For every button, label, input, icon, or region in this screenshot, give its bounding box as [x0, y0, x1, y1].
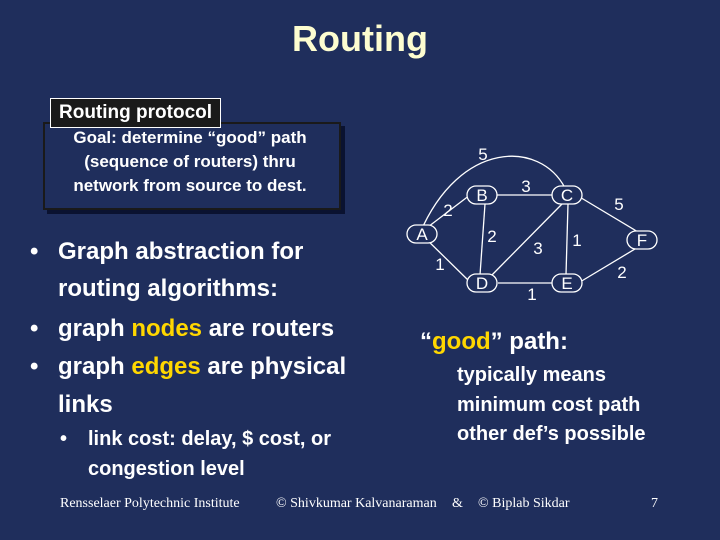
- good-path-line: typically means: [457, 364, 606, 386]
- node-d: [466, 273, 498, 293]
- node-label-c: C: [561, 186, 573, 205]
- edge-cost-a-d: 1: [435, 255, 444, 274]
- good-path-rest: ” path:: [490, 328, 568, 355]
- footer-institution: Rensselaer Polytechnic Institute: [60, 496, 240, 511]
- bullet-line: links: [58, 391, 113, 418]
- quote-open: “: [420, 328, 432, 355]
- sub-bullet-line: congestion level: [88, 458, 245, 480]
- edge-c-f: [577, 195, 639, 233]
- node-label-f: F: [637, 231, 647, 250]
- node-label-a: A: [416, 225, 428, 244]
- sub-bullet-dot-icon: •: [60, 428, 68, 450]
- bullet-line: Graph abstraction for: [58, 238, 304, 265]
- footer-page-number: 7: [651, 496, 658, 511]
- edge-c-e: [565, 203, 569, 276]
- nodes-highlight: nodes: [131, 315, 203, 342]
- routing-protocol-label: Routing protocol: [50, 98, 222, 128]
- good-path-line: other def’s possible: [457, 423, 646, 445]
- goal-line: network from source to dest.: [73, 176, 307, 195]
- bullet-line: routing algorithms:: [58, 275, 278, 302]
- edge-cost-c-f: 5: [614, 195, 623, 214]
- node-a: [406, 224, 438, 244]
- edge-cost-c-e: 1: [572, 231, 581, 250]
- edge-cost-b-d: 2: [487, 227, 496, 246]
- sub-bullet-line: link cost: delay, $ cost, or: [88, 428, 332, 450]
- edge-b-d: [479, 203, 486, 276]
- edge-a-c: [419, 155, 566, 234]
- good-path-heading: “good” path:: [420, 328, 568, 356]
- bullet-suffix: are routers: [202, 315, 335, 342]
- bullet-prefix: graph: [58, 315, 132, 342]
- node-f: [626, 230, 658, 250]
- edge-c-d: [489, 203, 563, 278]
- footer-author-1: © Shivkumar Kalvanaraman: [276, 496, 437, 511]
- edge-cost-e-f: 2: [617, 263, 626, 282]
- edges-highlight: edges: [131, 353, 201, 380]
- edge-cost-a-b: 2: [443, 201, 452, 220]
- edge-e-f: [579, 245, 641, 283]
- footer-ampersand: &: [452, 496, 463, 511]
- node-label-b: B: [476, 186, 487, 205]
- edge-cost-b-c: 3: [521, 177, 530, 196]
- node-label-e: E: [561, 274, 572, 293]
- edge-cost-d-e: 1: [527, 285, 536, 304]
- goal-line: Goal: determine “good” path: [73, 128, 307, 147]
- node-e: [551, 273, 583, 293]
- node-c: [551, 185, 583, 205]
- good-highlight: good: [432, 328, 491, 355]
- edge-cost-c-d: 3: [533, 239, 542, 258]
- goal-line: (sequence of routers) thru: [84, 152, 296, 171]
- footer-author-2: © Biplab Sikdar: [478, 496, 570, 511]
- node-b: [466, 185, 498, 205]
- bullet-prefix: graph: [58, 353, 132, 380]
- edge-cost-a-c: 5: [478, 145, 487, 164]
- bullet-dot-icon: •: [30, 353, 39, 380]
- bullet-dot-icon: •: [30, 315, 39, 342]
- goal-text: Goal: determine “good” path (sequence of…: [43, 126, 337, 198]
- node-label-d: D: [476, 274, 488, 293]
- routing-protocol-box: [43, 122, 341, 210]
- bullet-suffix: are physical: [200, 353, 347, 380]
- good-path-line: minimum cost path: [457, 394, 641, 416]
- slide-title: Routing: [292, 18, 428, 59]
- bullet-dot-icon: •: [30, 238, 39, 265]
